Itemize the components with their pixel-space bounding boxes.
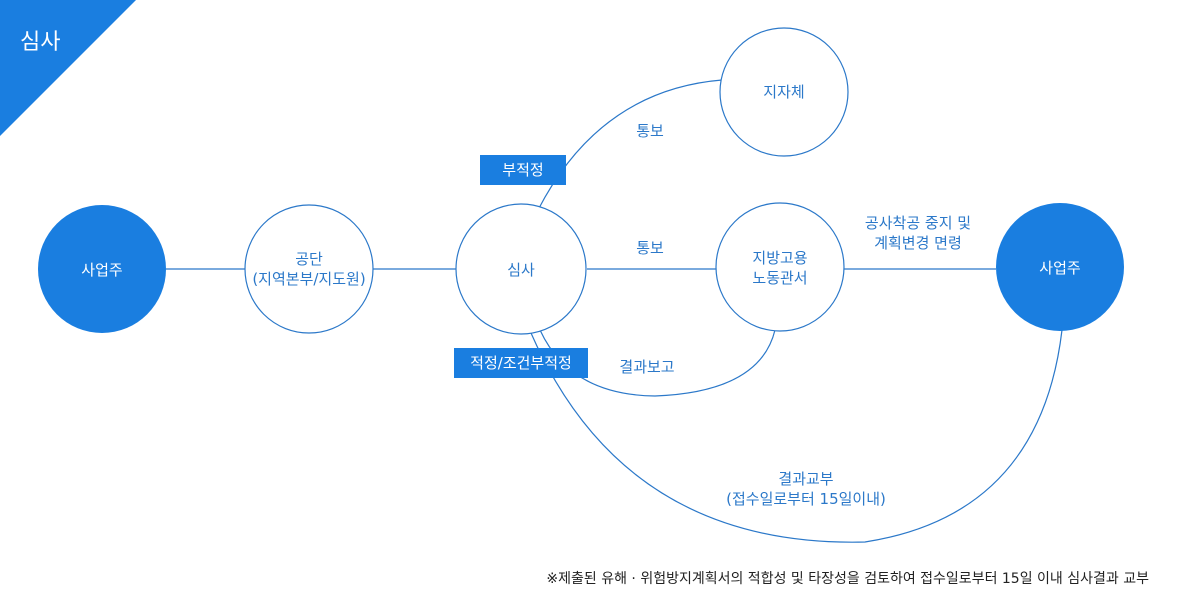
corner-title: 심사 — [20, 30, 61, 55]
tag-suitable: 적정/조건부적정 — [454, 348, 588, 378]
node-review — [455, 203, 587, 335]
edge-label-notify-top: 통보 — [636, 122, 664, 140]
corner-triangle — [0, 0, 136, 136]
edge-label-order-line2: 계획변경 면령 — [874, 234, 962, 252]
edge-label-result-delivery: 결과교부 (접수일로부터 15일이내) — [726, 469, 886, 509]
node-local-gov-label: 지자체 — [763, 83, 805, 101]
node-local-gov — [719, 27, 849, 157]
tag-unsuitable: 부적정 — [480, 155, 566, 185]
edge-label-result-delivery-line2: (접수일로부터 15일이내) — [726, 490, 886, 508]
edge-label-order-line1: 공사착공 중지 및 — [864, 214, 972, 232]
node-agency — [244, 204, 374, 334]
node-applicant-right — [996, 203, 1124, 331]
node-agency-label: 공단 (지역본부/지도원) — [252, 249, 365, 289]
node-agency-line2: (지역본부/지도원) — [252, 270, 366, 288]
node-labor-office — [715, 202, 845, 332]
node-review-label: 심사 — [507, 261, 535, 279]
edge-review-local-gov — [537, 79, 723, 211]
edge-label-notify-middle: 통보 — [636, 239, 664, 257]
edge-label-result-report: 결과보고 — [619, 358, 675, 376]
node-labor-office-label: 지방고용 노동관서 — [752, 248, 807, 288]
edge-label-order: 공사착공 중지 및 계획변경 면령 — [865, 213, 971, 253]
node-applicant-left — [38, 205, 166, 333]
edge-result-delivery — [530, 329, 1063, 543]
footnote: ※제출된 유해 · 위험방지계획서의 적합성 및 타장성을 검토하여 접수일로부… — [546, 571, 1149, 587]
node-labor-office-line2: 노동관서 — [752, 269, 808, 287]
edge-label-result-delivery-line1: 결과교부 — [778, 470, 834, 488]
node-applicant-right-label: 사업주 — [1039, 259, 1081, 277]
node-applicant-left-label: 사업주 — [81, 261, 123, 279]
node-agency-line1: 공단 — [295, 250, 323, 268]
node-labor-office-line1: 지방고용 — [752, 249, 808, 267]
